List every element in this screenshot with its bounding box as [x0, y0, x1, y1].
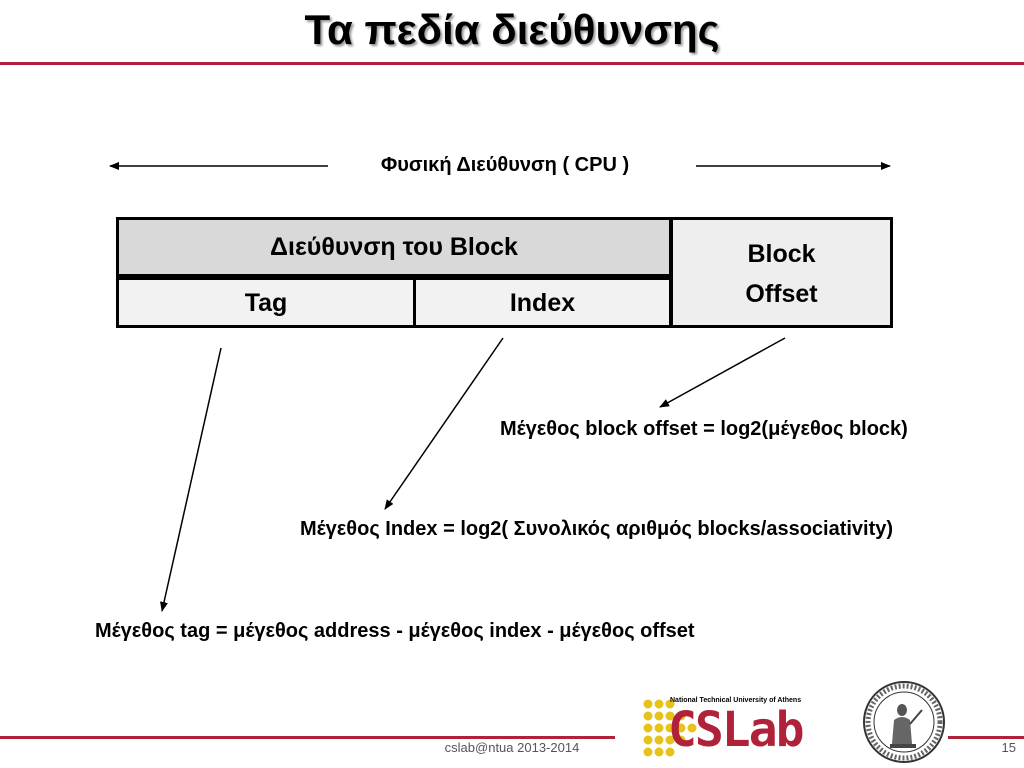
physical-address-label: Φυσική Διεύθυνση ( CPU ) [380, 154, 630, 176]
offset-arrow [659, 337, 786, 408]
tag-field: Tag [116, 277, 416, 328]
title-divider [0, 62, 1024, 65]
cslab-logo-dots [643, 699, 697, 757]
block-offset-label-line2: Offset [745, 280, 818, 308]
ntua-seal-icon [863, 681, 945, 763]
footer-divider-right [948, 736, 1024, 739]
block-address-field: Διεύθυνση του Block [116, 217, 672, 277]
tag-size-formula: Μέγεθος tag = μέγεθος address - μέγεθος … [95, 620, 695, 642]
index-arrow [384, 337, 504, 510]
block-offset-field: Block Offset [670, 217, 893, 328]
footer-divider-left [0, 736, 615, 739]
block-address-label: Διεύθυνση του Block [270, 233, 518, 261]
logo-wordmark: CSLab [668, 702, 804, 758]
page-number: 15 [1001, 740, 1016, 755]
tag-arrow [160, 347, 222, 612]
logo-university-name: National Technical University of Athens [670, 697, 802, 704]
footer-text: cslab@ntua 2013-2014 [444, 740, 580, 755]
index-field: Index [413, 277, 672, 328]
offset-size-formula: Μέγεθος block offset = log2(μέγεθος bloc… [500, 418, 908, 440]
index-size-formula: Μέγεθος Index = log2( Συνολικός αριθμός … [300, 518, 894, 540]
slide-title: Τα πεδία διεύθυνσης [304, 6, 720, 53]
index-label: Index [509, 288, 576, 317]
block-offset-label-line1: Block [747, 240, 816, 268]
tag-label: Tag [244, 288, 288, 317]
